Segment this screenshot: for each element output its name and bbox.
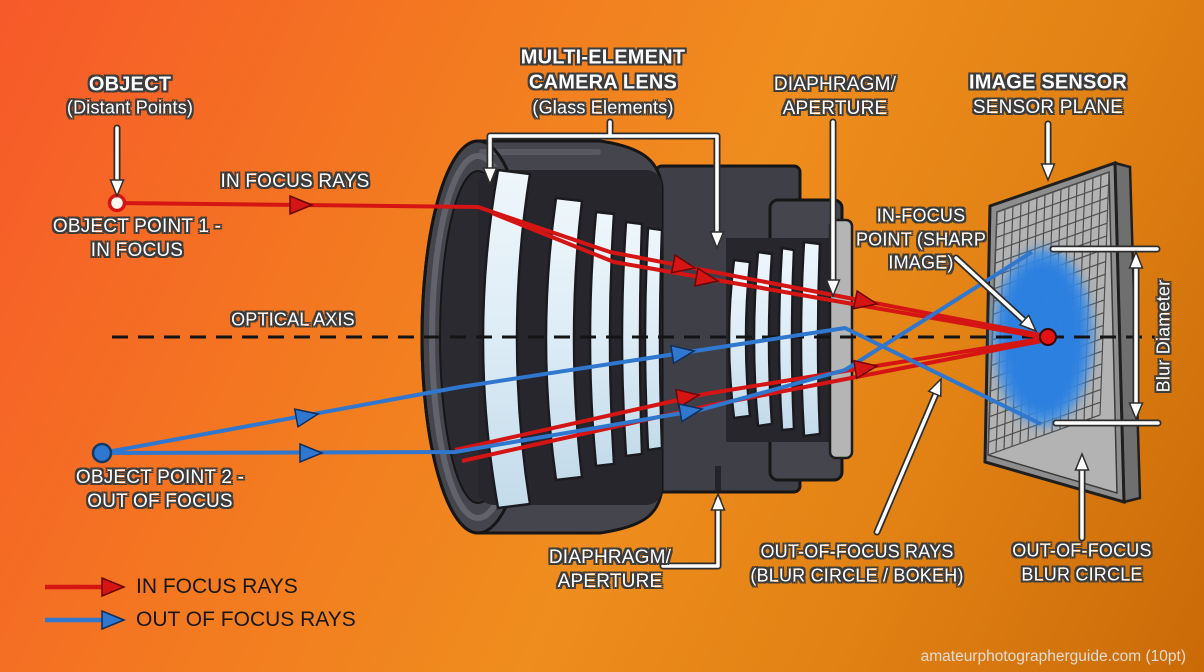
diaphragm-slit-bottom [715, 466, 721, 492]
image-sensor-illustration [985, 163, 1140, 502]
lens-title-2: CAMERA LENS [528, 71, 678, 94]
object-subtitle: (Distant Points) [66, 97, 194, 118]
object-title: OBJECT [88, 73, 172, 96]
oof-blur-label-2: BLUR CIRCLE [1021, 564, 1143, 585]
diaphragm-bottom-label-1: DIAPHRAGM/ [548, 547, 672, 568]
object-arrowhead [109, 179, 125, 197]
object-point-2-label-1: OBJECT POINT 2 - [75, 467, 245, 488]
diaphragm-bottom-label-2: APERTURE [557, 571, 663, 592]
object-point-1-label-1: OBJECT POINT 1 - [52, 216, 222, 237]
oof-rays-label-2: (BLUR CIRCLE / BOKEH) [750, 565, 964, 586]
blur-diameter-label: Blur Diameter [1153, 279, 1174, 393]
sensor-subtitle: SENSOR PLANE [972, 97, 1124, 118]
in-focus-point-dot [1039, 328, 1057, 346]
optical-axis-label: OPTICAL AXIS [231, 309, 355, 330]
legend-arrows [45, 577, 125, 630]
object-point-2-label-2: OUT OF FOCUS [87, 491, 233, 512]
diaphragm-bottom-arrowhead [710, 493, 726, 511]
in-focus-rays-label: IN FOCUS RAYS [220, 171, 370, 192]
oof-blur-label-1: OUT-OF-FOCUS [1012, 540, 1152, 561]
front-glass-elements [481, 168, 664, 510]
annotation-lines [115, 120, 1160, 568]
lens-title-1: MULTI-ELEMENT [520, 46, 686, 69]
lens-subtitle: (Glass Elements) [532, 97, 674, 118]
in-focus-point-label-3: IMAGE) [888, 252, 954, 273]
legend-out-of-focus-label: OUT OF FOCUS RAYS [136, 608, 356, 631]
legend-in-focus-label: IN FOCUS RAYS [136, 575, 298, 598]
object-point-2-dot [91, 442, 113, 464]
diaphragm-top-label-1: DIAPHRAGM/ [773, 74, 897, 95]
in-focus-point-label-1: IN-FOCUS [876, 205, 966, 226]
object-point-1-label-2: IN FOCUS [90, 240, 184, 261]
diaphragm-top-label-2: APERTURE [782, 98, 888, 119]
sensor-arrowhead [1040, 163, 1056, 181]
sensor-title: IMAGE SENSOR [969, 71, 1127, 94]
watermark: amateurphotographerguide.com (10pt) [920, 648, 1186, 665]
in-focus-point-label-2: POINT (SHARP [855, 229, 987, 250]
annotation-arrows [109, 118, 1162, 570]
oof-rays-arrowhead [928, 375, 948, 398]
oof-rays-label-1: OUT-OF-FOCUS RAYS [760, 541, 954, 562]
